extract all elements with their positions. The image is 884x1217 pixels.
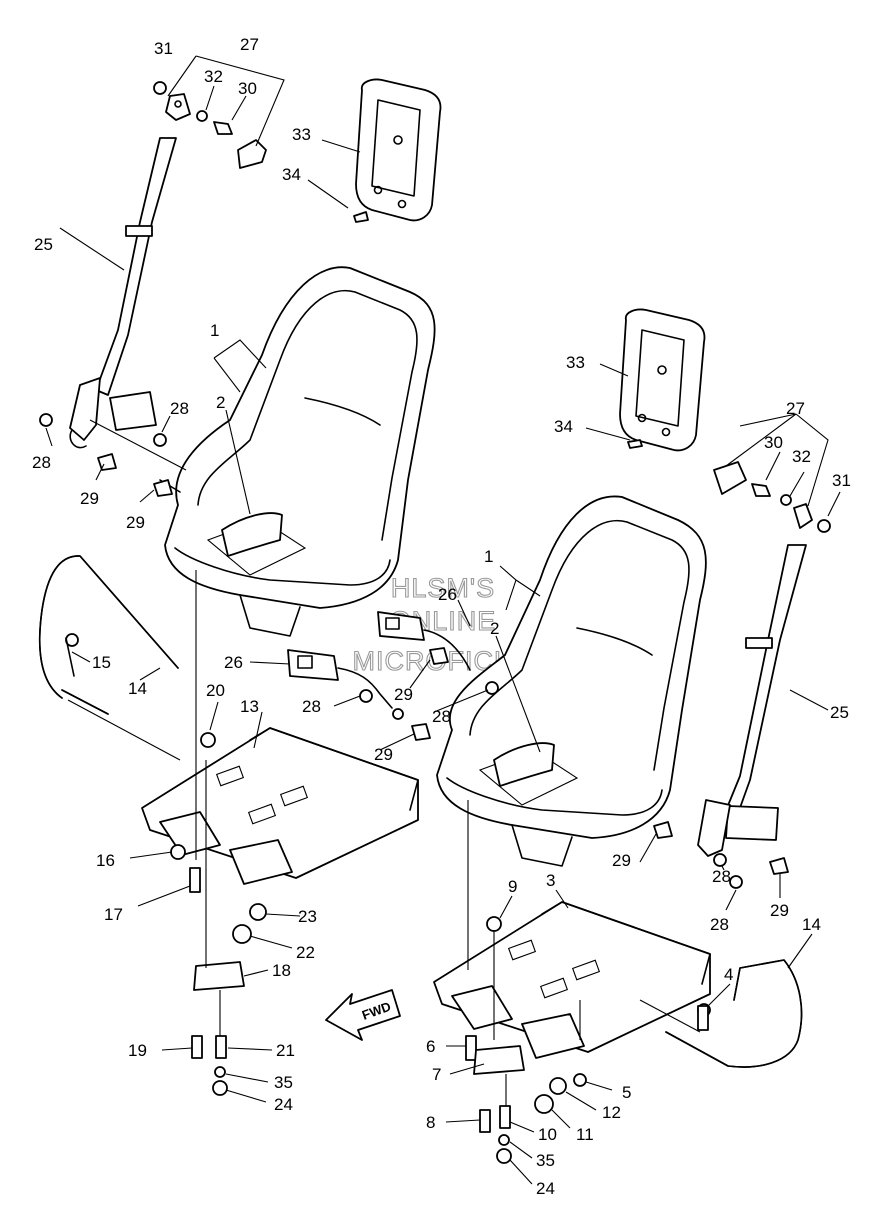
callout-25: 25 — [830, 703, 849, 722]
callout-3: 3 — [546, 871, 555, 890]
buckle-upper — [377, 611, 499, 695]
headrest-lower — [619, 308, 706, 452]
callout-21: 21 — [276, 1041, 295, 1060]
callout-28: 28 — [712, 867, 731, 886]
watermark-line-1: HLSM'S — [391, 573, 495, 603]
hardware-right — [353, 211, 789, 1164]
callout-13: 13 — [240, 697, 259, 716]
callout-33: 33 — [566, 353, 585, 372]
callout-11: 11 — [576, 1125, 594, 1144]
seat-belt-right — [697, 544, 807, 857]
callout-2: 2 — [490, 619, 499, 638]
belt-anchor-lower — [713, 461, 831, 533]
callout-14: 14 — [128, 679, 147, 698]
grab-bar-left — [38, 555, 179, 715]
callout-30: 30 — [764, 433, 783, 452]
headrest-upper — [355, 78, 442, 222]
callout-20: 20 — [206, 681, 225, 700]
callout-26: 26 — [438, 585, 457, 604]
callout-28: 28 — [302, 697, 321, 716]
callout-34: 34 — [554, 417, 573, 436]
callout-17: 17 — [104, 905, 123, 924]
callout-28: 28 — [432, 707, 451, 726]
callout-32: 32 — [792, 447, 811, 466]
callout-26: 26 — [224, 653, 243, 672]
callout-15: 15 — [92, 653, 111, 672]
callout-14: 14 — [802, 915, 821, 934]
callout-6: 6 — [426, 1037, 435, 1056]
callout-35: 35 — [274, 1073, 293, 1092]
callout-23: 23 — [298, 907, 317, 926]
callout-22: 22 — [296, 943, 315, 962]
callout-1: 1 — [210, 321, 219, 340]
callout-4: 4 — [724, 965, 733, 984]
callout-8: 8 — [426, 1113, 435, 1132]
callout-9: 9 — [508, 877, 517, 896]
callout-24: 24 — [536, 1179, 555, 1198]
fwd-direction-arrow: FWD — [325, 989, 401, 1041]
arrow-left-icon — [325, 989, 401, 1041]
callout-28: 28 — [710, 915, 729, 934]
callout-31: 31 — [154, 39, 173, 58]
callout-29: 29 — [374, 745, 393, 764]
callout-12: 12 — [602, 1103, 621, 1122]
buckle-lower — [287, 649, 431, 741]
callout-33: 33 — [292, 125, 311, 144]
callout-2: 2 — [216, 393, 225, 412]
callout-29: 29 — [394, 685, 413, 704]
callout-18: 18 — [272, 961, 291, 980]
callout-31: 31 — [832, 471, 851, 490]
callout-25: 25 — [34, 235, 53, 254]
hardware-left — [39, 413, 267, 1096]
leader-lines — [45, 55, 841, 1185]
belt-anchor-upper — [153, 81, 267, 169]
seat-base-left — [141, 727, 419, 885]
seat-belt-left — [69, 137, 177, 449]
alignment-lines — [67, 419, 701, 1106]
callout-28: 28 — [32, 453, 51, 472]
callout-16: 16 — [96, 851, 115, 870]
callout-1: 1 — [484, 547, 493, 566]
seat-base-right — [433, 901, 711, 1059]
callout-34: 34 — [282, 165, 301, 184]
callout-29: 29 — [126, 513, 145, 532]
callout-35: 35 — [536, 1151, 555, 1170]
callout-32: 32 — [204, 67, 223, 86]
callout-30: 30 — [238, 79, 257, 98]
callout-numbers: 31 27 32 30 33 34 25 1 2 28 28 29 29 33 … — [32, 35, 851, 1198]
left-seat — [164, 266, 436, 637]
right-seat — [436, 495, 707, 867]
callout-27: 27 — [240, 35, 259, 54]
callout-29: 29 — [612, 851, 631, 870]
callout-7: 7 — [432, 1065, 441, 1084]
callout-27: 27 — [786, 399, 805, 418]
callout-10: 10 — [538, 1125, 557, 1144]
callout-29: 29 — [770, 901, 789, 920]
callout-19: 19 — [128, 1041, 147, 1060]
callout-28: 28 — [170, 399, 189, 418]
callout-24: 24 — [274, 1095, 293, 1114]
callout-29: 29 — [80, 489, 99, 508]
callout-5: 5 — [622, 1083, 631, 1102]
